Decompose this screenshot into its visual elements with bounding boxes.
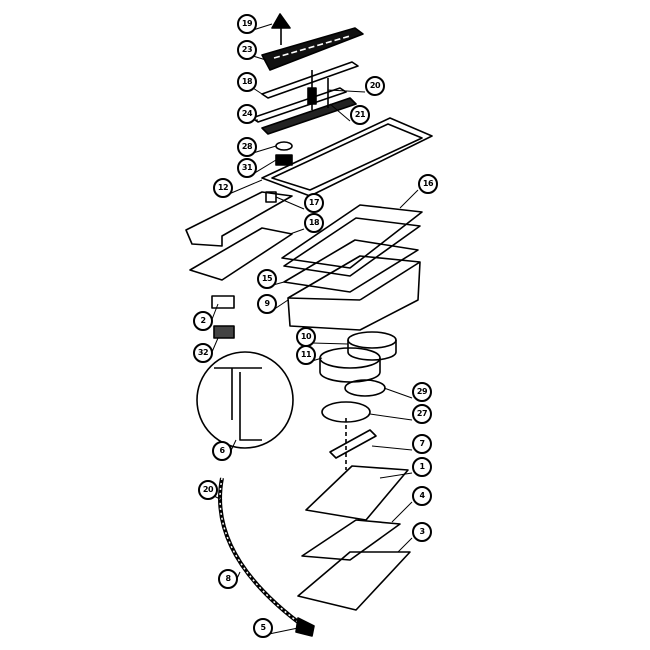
callout-12: 12 (213, 178, 233, 198)
callout-8: 8 (218, 569, 238, 589)
callout-2: 2 (193, 311, 213, 331)
callout-16: 16 (418, 174, 438, 194)
callout-6: 6 (212, 441, 232, 461)
callout-32: 32 (193, 343, 213, 363)
callout-19: 19 (237, 14, 257, 34)
callout-18: 18 (237, 72, 257, 92)
callout-1: 1 (412, 457, 432, 477)
callout-24: 24 (237, 104, 257, 124)
callout-20: 20 (365, 76, 385, 96)
callout-21: 21 (350, 105, 370, 125)
callout-5: 5 (253, 618, 273, 638)
callout-7: 7 (412, 434, 432, 454)
callout-29: 29 (412, 382, 432, 402)
callout-18b: 18 (304, 213, 324, 233)
callout-31: 31 (237, 158, 257, 178)
callout-17: 17 (304, 193, 324, 213)
callout-28: 28 (237, 137, 257, 157)
callout-23: 23 (237, 40, 257, 60)
callout-15: 15 (257, 269, 277, 289)
callout-4: 4 (412, 486, 432, 506)
callout-20b: 20 (198, 480, 218, 500)
callout-3: 3 (412, 522, 432, 542)
callout-9: 9 (257, 294, 277, 314)
callout-10: 10 (296, 327, 316, 347)
callout-11: 11 (296, 345, 316, 365)
callout-27: 27 (412, 404, 432, 424)
